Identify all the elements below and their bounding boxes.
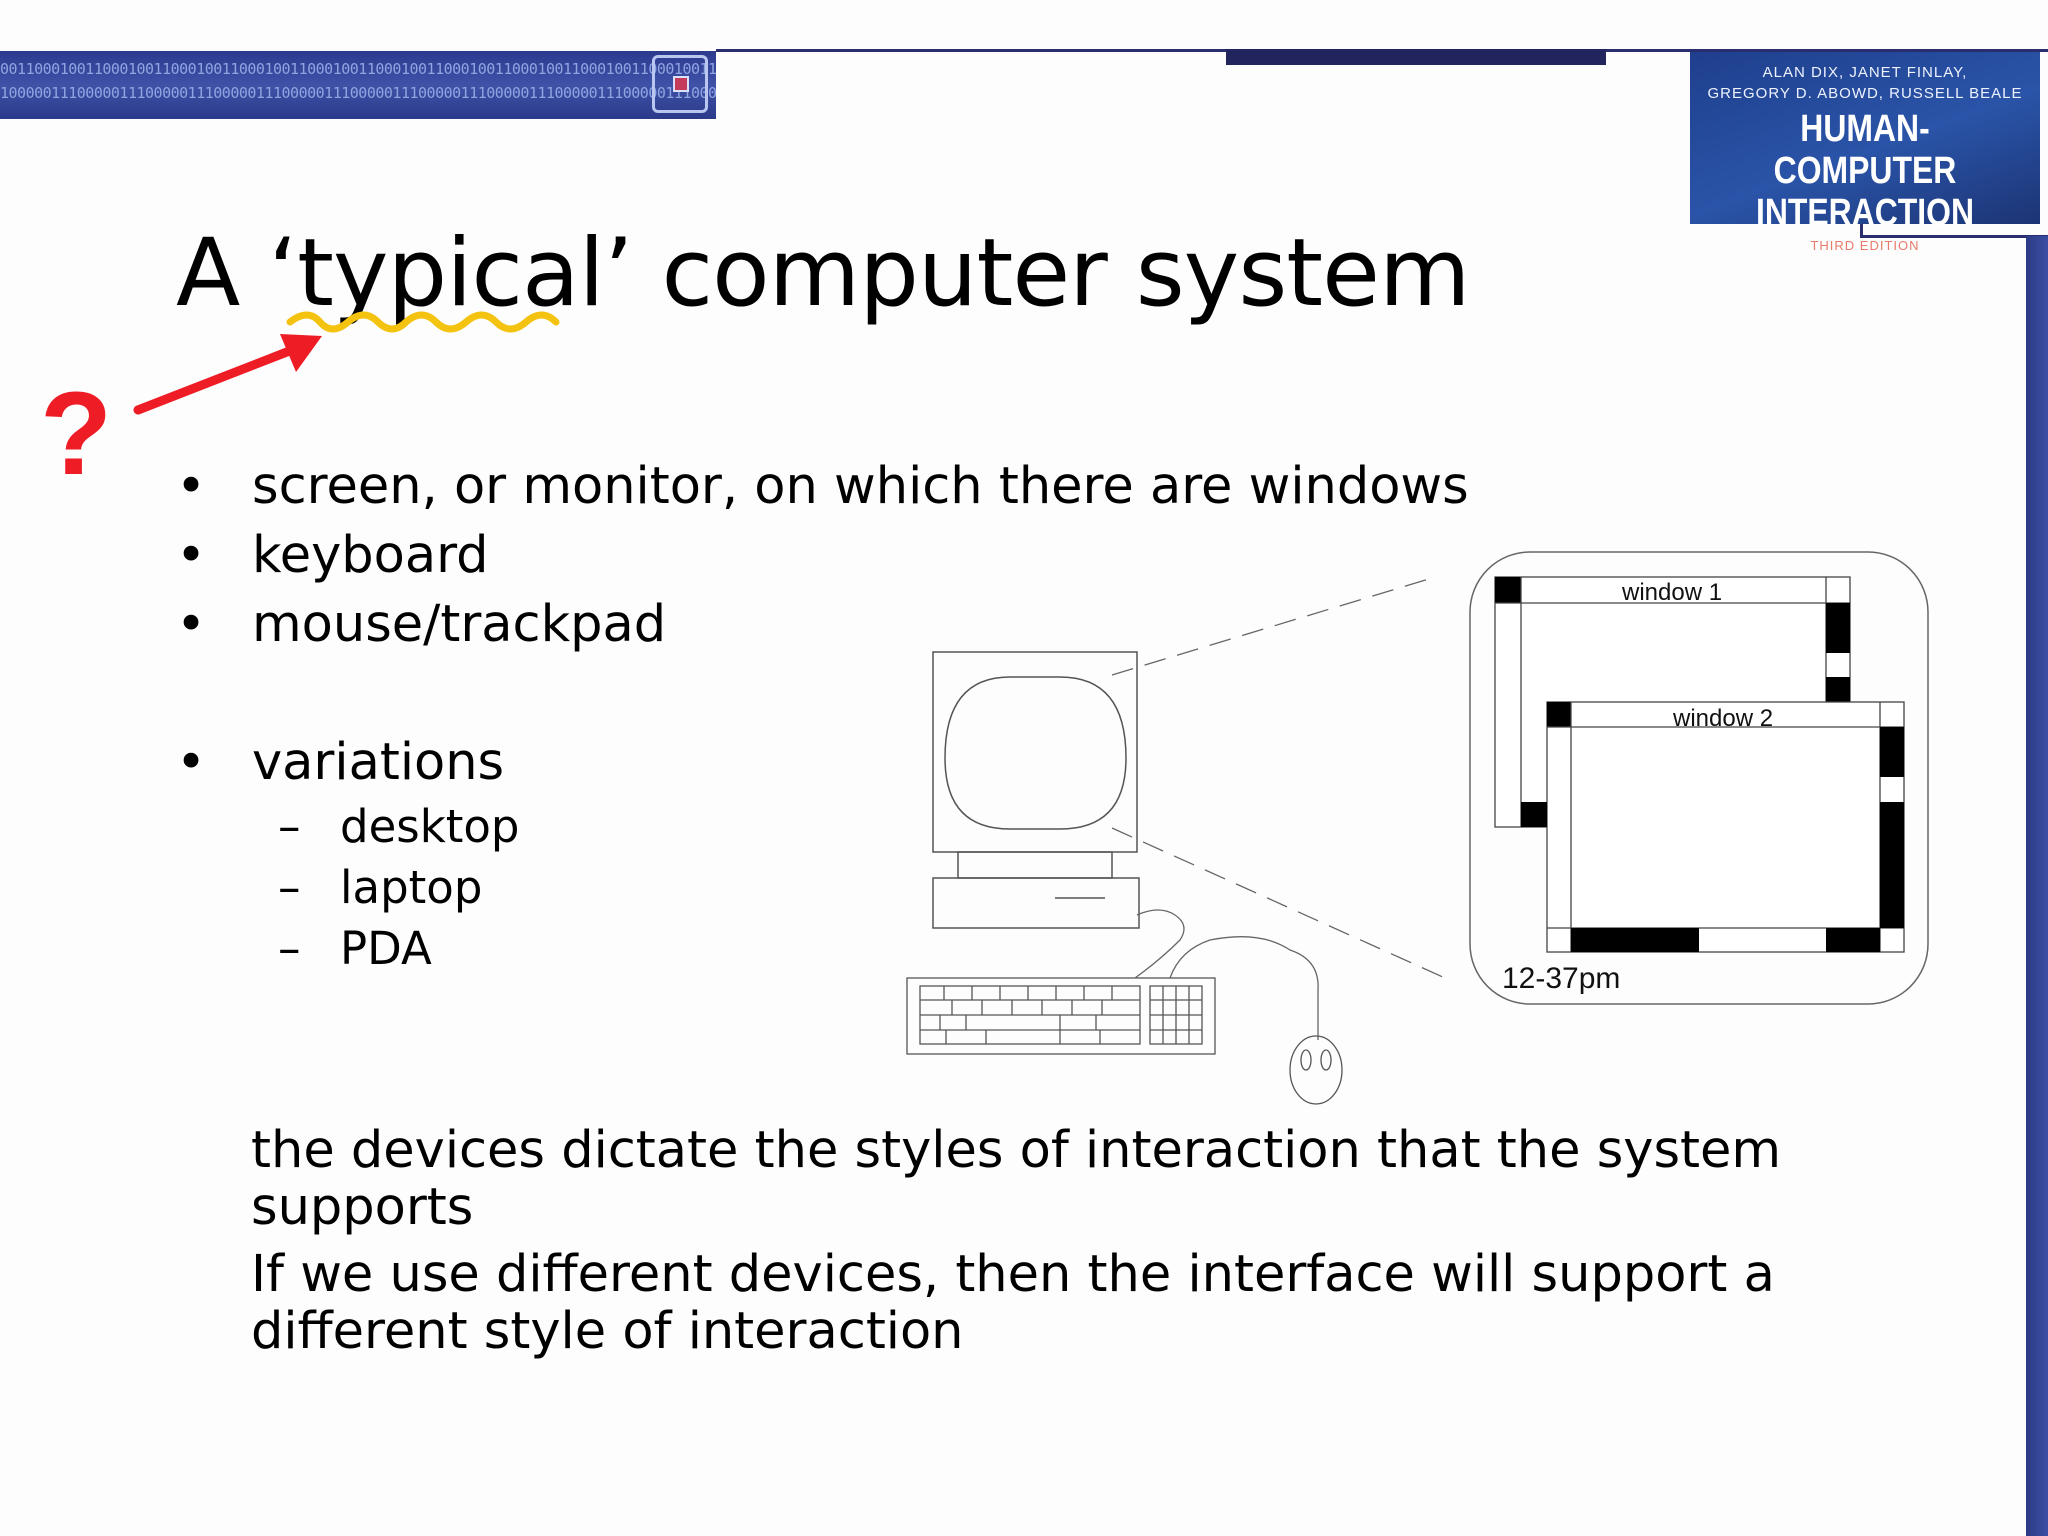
sub-list-item: –PDA	[278, 918, 520, 979]
list-item: •variations	[176, 728, 1469, 797]
sub-list-item: –laptop	[278, 857, 520, 918]
book-authors-line2: GREGORY D. ABOWD, RUSSELL BEALE	[1707, 85, 2023, 102]
mouse-icon	[1289, 1035, 1343, 1105]
window-2	[1521, 701, 1905, 953]
squiggle-underline	[286, 311, 560, 333]
question-mark-annotation: ?	[40, 368, 113, 500]
bullet-icon: •	[176, 733, 207, 792]
header-rule	[716, 49, 1686, 52]
chip-icon	[652, 55, 708, 113]
sub-list-item: –desktop	[278, 796, 520, 857]
header-banner: 0011000100110001001100010011000100110001…	[0, 51, 716, 119]
monitor-icon	[932, 651, 1140, 929]
book-authors-line1: ALAN DIX, JANET FINLAY,	[1762, 64, 1968, 81]
bullet-icon: •	[176, 457, 207, 516]
dash-icon: –	[278, 922, 301, 975]
book-title-line2: INTERACTION	[1755, 192, 1975, 234]
list-item: •screen, or monitor, on which there are …	[176, 452, 1469, 521]
paragraph-interface: If we use different devices, then the in…	[251, 1245, 1775, 1361]
list-item: •keyboard	[176, 521, 1469, 590]
slide-title: A ‘typical’ computer system	[176, 219, 1471, 328]
binary-pattern: 0011000100110001001100010011000100110001…	[0, 60, 716, 102]
dash-icon: –	[278, 800, 301, 853]
zoom-lines	[1111, 577, 1446, 979]
book-cover-logo: ALAN DIX, JANET FINLAY, GREGORY D. ABOWD…	[1690, 52, 2040, 253]
right-edge-strip	[2026, 236, 2048, 1536]
book-title-line1: HUMAN-COMPUTER	[1773, 108, 1957, 192]
header-rule-thick	[1226, 49, 1606, 65]
book-edition: THIRD EDITION	[1810, 238, 1920, 253]
red-arrow-icon	[133, 334, 322, 415]
book-frame-rule	[1860, 222, 2048, 238]
bullet-list: •screen, or monitor, on which there are …	[176, 452, 1469, 797]
window-1-label: window 1	[1621, 579, 1722, 606]
list-item: •mouse/trackpad	[176, 590, 1469, 659]
header-rule-right	[1686, 49, 2048, 52]
bullet-icon: •	[176, 526, 207, 585]
sub-bullet-list: –desktop –laptop –PDA	[278, 796, 520, 979]
keyboard-icon	[906, 977, 1216, 1055]
mouse-cable	[1169, 936, 1319, 1040]
enlarged-screen	[1469, 551, 1929, 1005]
dash-icon: –	[278, 861, 301, 914]
bullet-icon: •	[176, 595, 207, 654]
window-2-label: window 2	[1672, 705, 1773, 732]
clock-label: 12-37pm	[1502, 962, 1620, 995]
keyboard-cable	[1134, 909, 1185, 979]
paragraph-devices: the devices dictate the styles of intera…	[251, 1121, 1782, 1237]
